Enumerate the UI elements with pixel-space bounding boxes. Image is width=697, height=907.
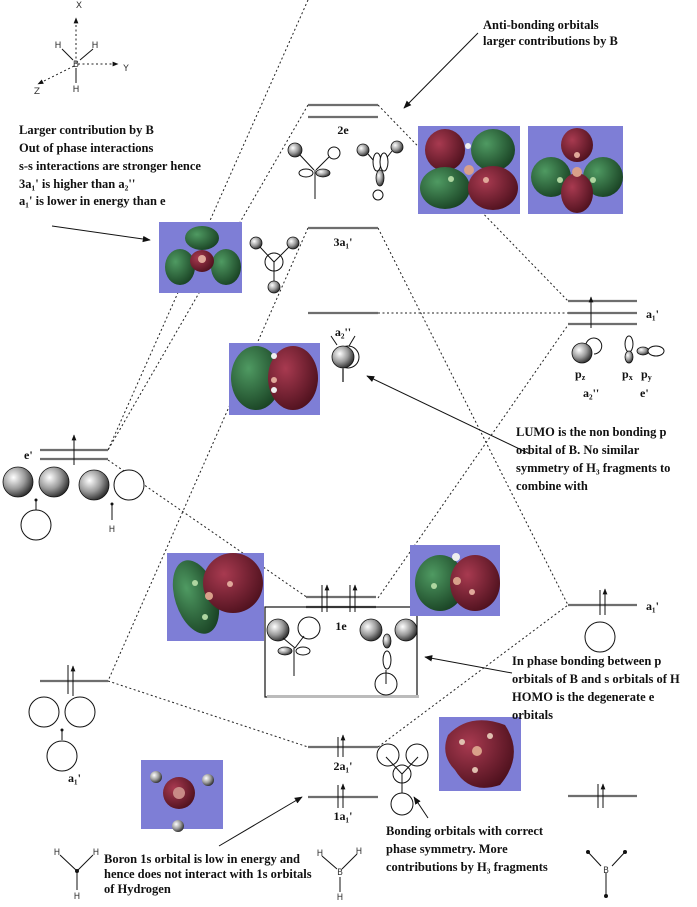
schematic-2e — [287, 140, 404, 201]
x-axis-label: X — [76, 1, 82, 11]
mo-render-2e-b — [528, 126, 623, 214]
svg-text:orbital of B. No similar: orbital of B. No similar — [516, 443, 640, 457]
boron-center-label: B — [73, 60, 79, 70]
boron-2s-orbital — [584, 621, 616, 653]
svg-text:H: H — [93, 848, 99, 858]
svg-text:B: B — [603, 866, 609, 876]
pz-orbital — [571, 342, 593, 364]
svg-text:Bonding orbitals with correct: Bonding orbitals with correct — [386, 824, 544, 838]
h3-levels: e' H a₁' — [2, 434, 145, 785]
svg-text:B: B — [337, 868, 343, 878]
label-2e: 2e — [337, 123, 349, 137]
annotation-arrows — [51, 32, 531, 847]
svg-text:Boron 1s orbital is low in ene: Boron 1s orbital is low in energy and — [104, 852, 300, 866]
note-in-phase: In phase bonding between p orbitals of B… — [512, 654, 680, 722]
svg-text:H: H — [109, 525, 115, 535]
label-3a1: 3a₁' — [334, 235, 353, 249]
mo-render-2a1 — [439, 717, 521, 791]
svg-text:H: H — [317, 849, 323, 859]
label-b-e: e' — [640, 386, 649, 400]
schematic-3a1 — [249, 236, 300, 294]
mo-levels: 2e 3a₁' a₂'' 1e 2a₁' 1a₁' — [306, 103, 378, 823]
pz-lobe — [331, 345, 355, 369]
label-2a1: 2a₁' — [334, 759, 353, 773]
z-axis-label: Z — [34, 87, 40, 97]
y-axis-label: Y — [122, 64, 129, 74]
axis-system: X Y Z B H H H — [34, 1, 129, 97]
svg-text:In phase bonding between p: In phase bonding between p — [512, 654, 661, 668]
note-lumo: LUMO is the non bonding p orbital of B. … — [516, 425, 670, 493]
label-h3-e: e' — [24, 448, 33, 462]
svg-text:of Hydrogen: of Hydrogen — [104, 882, 171, 896]
label-px: px — [622, 367, 633, 382]
note-boron-1s: Boron 1s orbital is low in energy and he… — [104, 852, 312, 896]
svg-text:Larger contribution by B: Larger contribution by B — [19, 123, 154, 137]
label-pz: pz — [575, 367, 586, 382]
svg-text:Out of phase interactions: Out of phase interactions — [19, 141, 154, 155]
mo-render-1e-a — [167, 553, 264, 641]
svg-text:H: H — [54, 848, 60, 858]
svg-text:H: H — [74, 892, 80, 902]
svg-text:H: H — [337, 893, 343, 903]
mo-render-3a1 — [159, 222, 242, 293]
svg-text:phase symmetry. More: phase symmetry. More — [386, 842, 508, 856]
note-bonding: Bonding orbitals with correct phase symm… — [386, 824, 548, 874]
svg-text:orbitals: orbitals — [512, 708, 553, 722]
svg-text:H: H — [356, 847, 362, 857]
schematic-2a1 — [376, 743, 429, 816]
svg-text:contributions by H₃ fragments: contributions by H₃ fragments — [386, 860, 548, 874]
h-label: H — [55, 41, 62, 51]
label-py: py — [641, 367, 652, 382]
z-axis — [37, 65, 75, 85]
svg-text:HOMO is the degenerate e: HOMO is the degenerate e — [512, 690, 655, 704]
svg-text:3a₁' is higher than a₂'': 3a₁' is higher than a₂'' — [19, 177, 135, 191]
electron-pair-2a1 — [337, 734, 346, 757]
bh3-structure: H H B H — [317, 847, 362, 903]
label-h3-a1: a₁' — [68, 771, 81, 785]
svg-text:orbitals of B and s orbitals o: orbitals of B and s orbitals of H — [512, 672, 680, 686]
svg-text:larger contributions by B: larger contributions by B — [483, 34, 618, 48]
boron-fragment-structure: B — [586, 850, 627, 898]
electron-pair-1a1 — [337, 783, 346, 808]
label-b-a1-low: a₁' — [646, 599, 659, 613]
mo-render-2e-a — [418, 126, 520, 214]
svg-text:LUMO is the non bonding p: LUMO is the non bonding p — [516, 425, 666, 439]
label-b-a2: a₂'' — [583, 386, 599, 400]
schematic-a2 — [330, 335, 360, 382]
h-label: H — [92, 41, 99, 51]
label-1a1: 1a₁' — [334, 809, 353, 823]
note-antibonding: Anti-bonding orbitals larger contributio… — [483, 18, 618, 48]
svg-text:hence does not interact with 1: hence does not interact with 1s orbitals — [104, 867, 312, 881]
svg-text:Anti-bonding orbitals: Anti-bonding orbitals — [483, 18, 599, 32]
svg-text:a₁' is lower in energy than e: a₁' is lower in energy than e — [19, 194, 166, 208]
mo-render-1a1 — [141, 760, 223, 832]
h3-fragment-structure: H H H — [54, 848, 99, 902]
label-a2: a₂'' — [335, 325, 351, 339]
boron-levels: a₁' pz px py a₂'' e' a₁' — [568, 296, 665, 808]
label-b-a1-top: a₁' — [646, 307, 659, 321]
homo-1e-box — [264, 606, 419, 698]
mo-render-a2 — [229, 343, 320, 415]
svg-text:combine with: combine with — [516, 479, 588, 493]
h-label: H — [73, 85, 80, 95]
note-larger-contribution: Larger contribution by B Out of phase in… — [19, 123, 201, 208]
label-1e: 1e — [335, 619, 347, 633]
mo-render-1e-b — [410, 545, 500, 616]
svg-text:symmetry of H₃ fragments to: symmetry of H₃ fragments to — [516, 461, 670, 475]
svg-text:s-s interactions are stronger: s-s interactions are stronger hence — [19, 159, 201, 173]
